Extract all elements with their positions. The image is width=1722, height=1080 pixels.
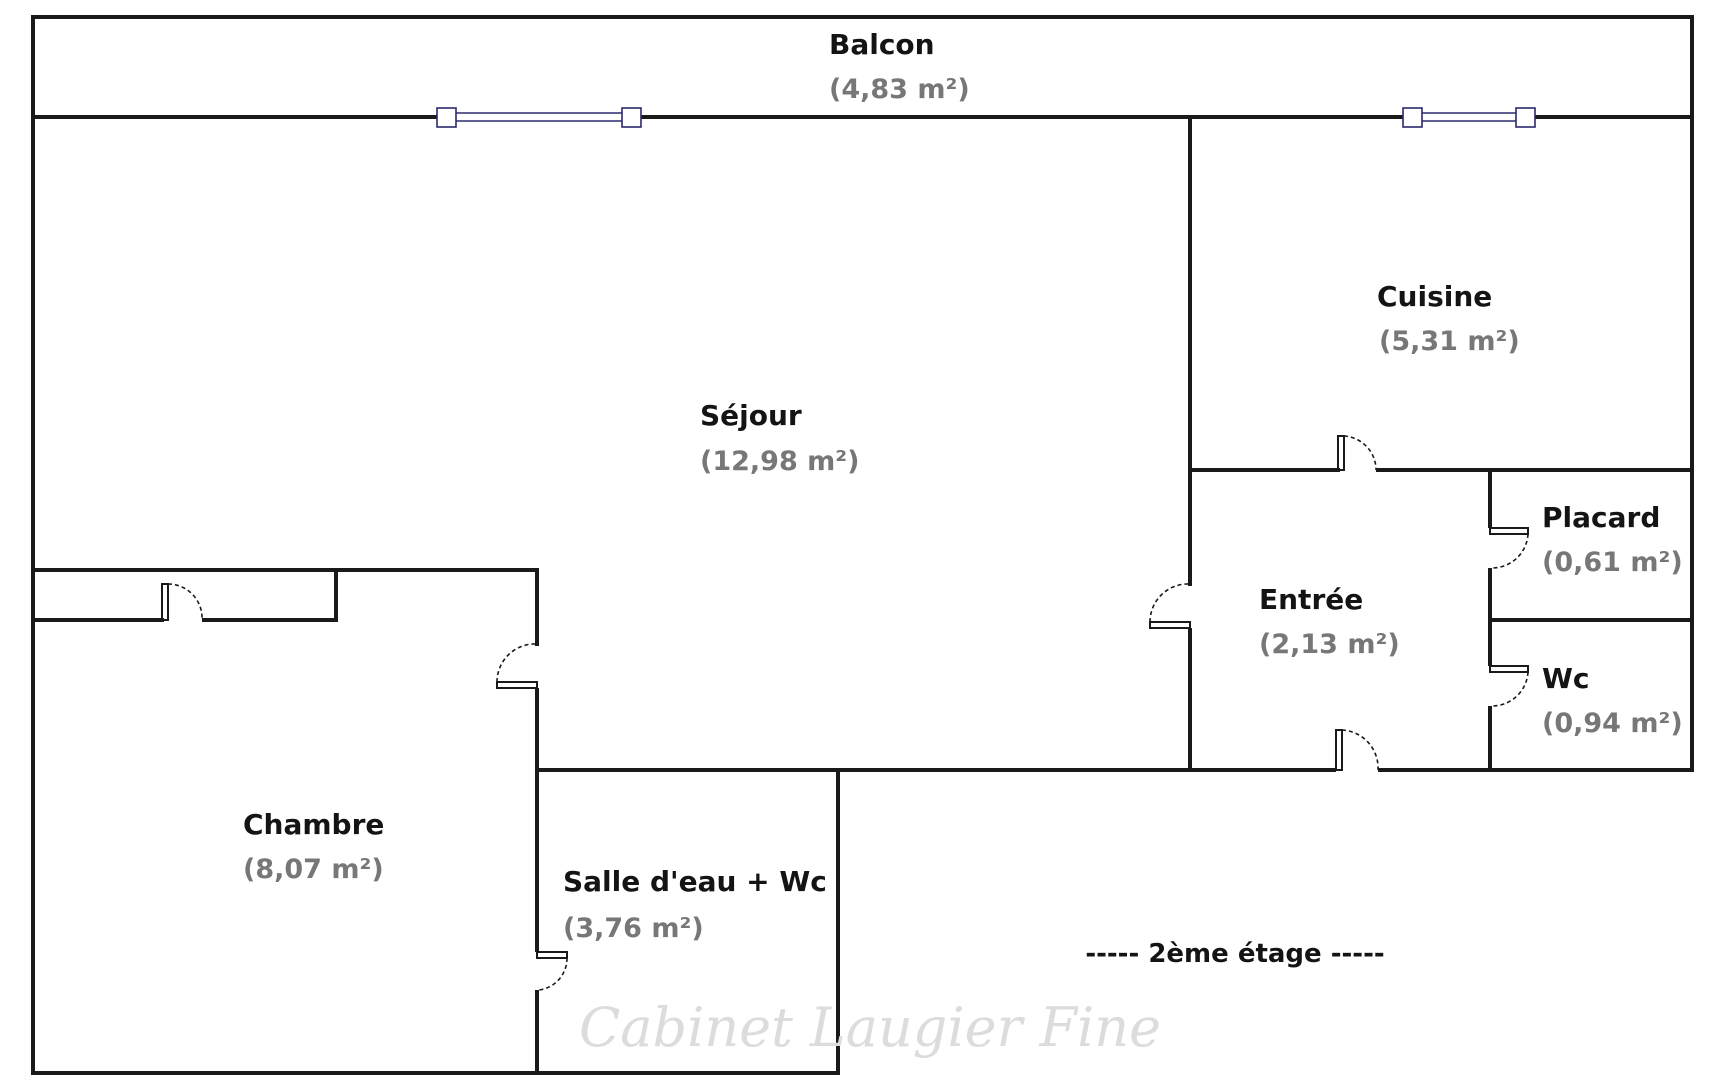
watermark: Cabinet Laugier Fine	[579, 996, 1161, 1059]
outer-walls	[31, 15, 1694, 1075]
wc-area: (0,94 m²)	[1542, 708, 1683, 739]
floor-label: ----- 2ème étage -----	[1085, 939, 1384, 969]
door-chambre-closet	[161, 583, 203, 624]
placard-name: Placard	[1542, 501, 1660, 534]
balcon-name: Balcon	[829, 28, 935, 61]
window-sejour	[436, 107, 642, 128]
interior-walls	[31, 115, 1694, 1075]
sejour-area: (12,98 m²)	[700, 446, 859, 477]
cuisine-area: (5,31 m²)	[1379, 326, 1520, 357]
balcon-area: (4,83 m²)	[829, 74, 970, 105]
door-cuisine	[1337, 435, 1377, 474]
door-wc	[1486, 665, 1529, 707]
door-entrance	[1335, 729, 1379, 774]
entree-name: Entrée	[1259, 583, 1363, 616]
door-chambre	[496, 643, 541, 689]
chambre-area: (8,07 m²)	[243, 854, 384, 885]
sejour-name: Séjour	[700, 399, 802, 432]
wc-name: Wc	[1542, 662, 1589, 695]
door-salle-eau	[533, 951, 568, 991]
salle-eau-name: Salle d'eau + Wc	[563, 865, 827, 898]
door-entree-sejour	[1149, 583, 1194, 629]
salle-eau-area: (3,76 m²)	[563, 913, 704, 944]
placard-area: (0,61 m²)	[1542, 547, 1683, 578]
cuisine-name: Cuisine	[1377, 280, 1492, 313]
chambre-name: Chambre	[243, 808, 384, 841]
entree-area: (2,13 m²)	[1259, 629, 1400, 660]
door-placard	[1486, 527, 1529, 569]
window-cuisine	[1402, 107, 1536, 128]
